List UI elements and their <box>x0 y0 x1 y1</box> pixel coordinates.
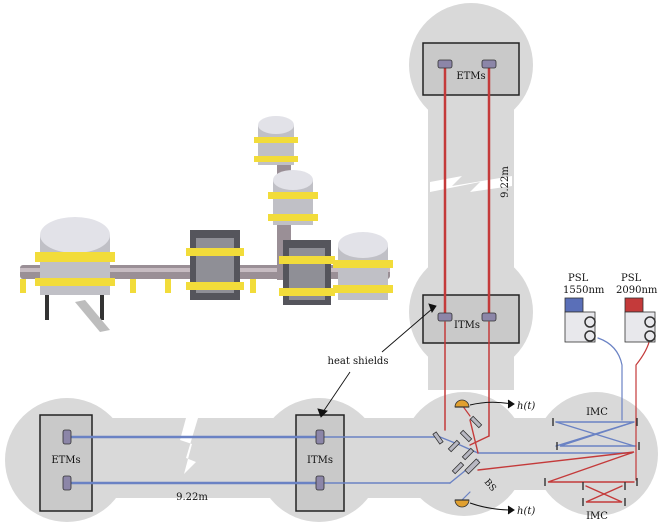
psl-1550-line1: PSL <box>568 273 589 284</box>
signal-top-label: h(t) <box>517 401 535 412</box>
laser-1550nm-icon <box>564 297 596 343</box>
signal-bottom-label: h(t) <box>517 506 535 517</box>
arm-break-horizontal <box>180 418 198 474</box>
itm-box-vertical <box>422 294 520 344</box>
photodiode-icon <box>454 499 470 508</box>
etm-label-horizontal: ETMs <box>51 455 80 466</box>
vacuum-tank <box>268 170 318 225</box>
beam-splitter <box>464 458 481 475</box>
itm-label-horizontal: ITMs <box>307 455 333 466</box>
etm-mirror <box>481 59 497 69</box>
imc-bottom-label: IMC <box>586 511 608 522</box>
vacuum-tank <box>254 116 298 165</box>
vacuum-tank <box>35 217 115 332</box>
photodiode-icon <box>454 399 470 408</box>
vacuum-tank <box>333 232 393 300</box>
mirrors <box>62 59 497 491</box>
etm-label-vertical: ETMs <box>456 71 485 82</box>
heat-shield-pointers <box>317 303 437 418</box>
signal-arrows <box>469 399 515 515</box>
laser-2090nm-icon <box>624 297 656 343</box>
psl-2090-line1: PSL <box>621 273 642 284</box>
beam-paths <box>66 66 651 503</box>
vacuum-tank <box>279 240 335 305</box>
central-optics <box>432 415 483 475</box>
etm-mirror <box>62 429 72 445</box>
imc-mirrors <box>544 418 640 506</box>
itm-mirror <box>315 475 325 491</box>
psl-1550-line2: 1550nm <box>563 285 605 296</box>
etm-mirror <box>437 59 453 69</box>
arm-break-vertical <box>430 176 512 192</box>
psl-2090-line2: 2090nm <box>616 285 658 296</box>
vacuum-tank <box>186 230 244 300</box>
etm-mirror <box>62 475 72 491</box>
etm-box-vertical <box>422 42 520 96</box>
itm-mirror <box>481 312 497 322</box>
itm-mirror <box>437 312 453 322</box>
imc-top-label: IMC <box>586 407 608 418</box>
arm-length-horizontal: 9.22m <box>176 492 208 503</box>
itm-label-vertical: ITMs <box>454 320 480 331</box>
itm-mirror <box>315 429 325 445</box>
heat-shields-label: heat shields <box>328 356 389 367</box>
arm-length-vertical: 9.22m <box>500 166 511 198</box>
3d-detector-rendering <box>20 116 393 332</box>
